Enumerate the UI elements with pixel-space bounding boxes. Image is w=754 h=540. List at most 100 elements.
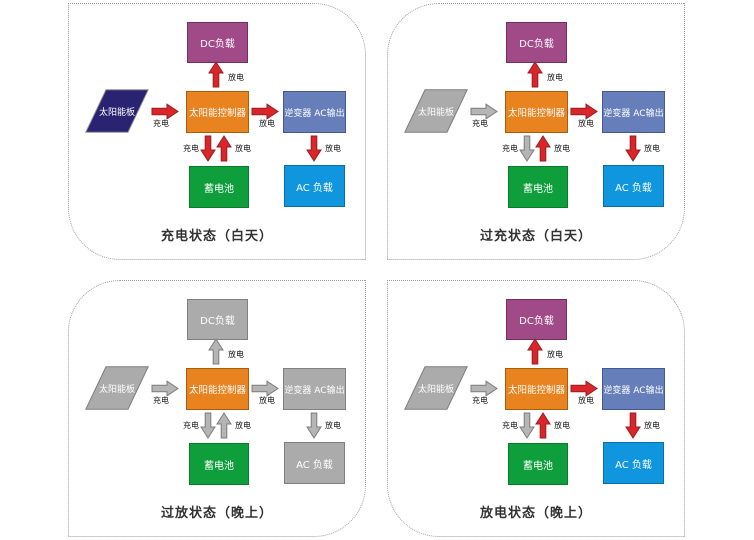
ac-load-box: AC 负载 bbox=[603, 165, 664, 207]
dc-load-label: DC负载 bbox=[200, 316, 235, 327]
quadrant-title: 放电状态（晚上） bbox=[479, 506, 592, 521]
dc-arrow-label: 放电 bbox=[228, 350, 244, 359]
up-arrow-icon bbox=[535, 135, 551, 162]
up-arrow-icon bbox=[216, 135, 232, 162]
right-arrow-icon bbox=[470, 103, 498, 120]
right-arrow-icon bbox=[570, 103, 598, 120]
up-arrow-icon bbox=[208, 61, 224, 88]
dc-arrow-label: 放电 bbox=[228, 73, 244, 82]
solar-controller-label: 太阳能控制器 bbox=[507, 385, 565, 396]
inverter-box: 逆变器 AC输出 bbox=[283, 368, 346, 410]
battery-label: 蓄电池 bbox=[523, 183, 553, 195]
dc-load-label: DC负载 bbox=[519, 316, 554, 327]
solar-arrow-label: 充电 bbox=[472, 396, 488, 405]
dc-load-box: DC负载 bbox=[506, 299, 567, 340]
inverter-arrow-label: 放电 bbox=[578, 396, 594, 405]
solar-controller-box: 太阳能控制器 bbox=[505, 368, 568, 410]
battery-box: 蓄电池 bbox=[189, 166, 249, 208]
ac-load-label: AC 负载 bbox=[296, 459, 333, 471]
up-arrow-icon bbox=[527, 338, 543, 365]
solar-panel-label: 太阳能板 bbox=[98, 384, 135, 395]
quadrant-charging-day: 太阳能板 DC负载 太阳能控制器 逆变器 AC输出 蓄电池 AC 负载 充电 放… bbox=[68, 3, 366, 260]
solar-arrow-label: 充电 bbox=[472, 119, 488, 128]
battery-label: 蓄电池 bbox=[523, 460, 553, 472]
solar-panel-shape: 太阳能板 bbox=[85, 89, 149, 133]
solar-panel-shape: 太阳能板 bbox=[404, 89, 468, 133]
right-arrow-icon bbox=[251, 103, 279, 120]
dc-load-label: DC负载 bbox=[200, 39, 235, 50]
solar-panel-parallelogram-icon bbox=[404, 89, 468, 133]
inverter-label: 逆变器 AC输出 bbox=[603, 385, 664, 396]
right-arrow-icon bbox=[470, 380, 498, 397]
solar-panel-parallelogram-icon bbox=[85, 366, 149, 410]
inverter-box: 逆变器 AC输出 bbox=[283, 91, 346, 133]
quadrant-discharge-night: 太阳能板 DC负载 太阳能控制器 逆变器 AC输出 蓄电池 AC 负载 充电 放… bbox=[387, 280, 685, 537]
dc-load-box: DC负载 bbox=[506, 22, 567, 63]
right-arrow-icon bbox=[151, 380, 179, 397]
up-arrow-icon bbox=[216, 412, 232, 439]
ac-arrow-label: 放电 bbox=[644, 144, 660, 153]
inverter-box: 逆变器 AC输出 bbox=[602, 91, 665, 133]
solar-panel-shape: 太阳能板 bbox=[404, 366, 468, 410]
ac-load-label: AC 负载 bbox=[296, 182, 333, 194]
right-arrow-icon bbox=[251, 380, 279, 397]
dc-load-label: DC负载 bbox=[519, 39, 554, 50]
solar-panel-label: 太阳能板 bbox=[98, 107, 135, 118]
inverter-box: 逆变器 AC输出 bbox=[602, 368, 665, 410]
down-arrow-icon bbox=[306, 412, 322, 439]
dc-arrow-label: 放电 bbox=[547, 350, 563, 359]
ac-load-label: AC 负载 bbox=[615, 459, 652, 471]
ac-arrow-label: 放电 bbox=[325, 144, 341, 153]
solar-panel-label: 太阳能板 bbox=[417, 107, 454, 118]
ac-load-label: AC 负载 bbox=[615, 182, 652, 194]
ac-load-box: AC 负载 bbox=[284, 165, 345, 207]
battery-box: 蓄电池 bbox=[189, 443, 249, 485]
ac-load-box: AC 负载 bbox=[603, 442, 664, 484]
down-arrow-icon bbox=[200, 412, 216, 439]
quadrant-overcharge-day: 太阳能板 DC负载 太阳能控制器 逆变器 AC输出 蓄电池 AC 负载 充电 放… bbox=[387, 3, 685, 260]
solar-controller-box: 太阳能控制器 bbox=[186, 91, 249, 133]
ac-load-box: AC 负载 bbox=[284, 442, 345, 484]
inverter-label: 逆变器 AC输出 bbox=[603, 108, 664, 119]
quadrant-title: 充电状态（白天） bbox=[160, 229, 273, 244]
dc-load-box: DC负载 bbox=[187, 22, 248, 63]
battery-discharge-arrow-label: 放电 bbox=[235, 421, 251, 430]
solar-panel-shape: 太阳能板 bbox=[85, 366, 149, 410]
down-arrow-icon bbox=[625, 412, 641, 439]
up-arrow-icon bbox=[527, 61, 543, 88]
solar-panel-label: 太阳能板 bbox=[417, 384, 454, 395]
inverter-label: 逆变器 AC输出 bbox=[284, 108, 345, 119]
solar-arrow-label: 充电 bbox=[153, 119, 169, 128]
down-arrow-icon bbox=[519, 412, 535, 439]
battery-discharge-arrow-label: 放电 bbox=[235, 144, 251, 153]
down-arrow-icon bbox=[306, 135, 322, 162]
quadrant-overdischarge-night: 太阳能板 DC负载 太阳能控制器 逆变器 AC输出 蓄电池 AC 负载 充电 放… bbox=[68, 280, 366, 537]
up-arrow-icon bbox=[535, 412, 551, 439]
down-arrow-icon bbox=[625, 135, 641, 162]
battery-discharge-arrow-label: 放电 bbox=[554, 144, 570, 153]
battery-charge-arrow-label: 充电 bbox=[183, 144, 199, 153]
inverter-arrow-label: 放电 bbox=[578, 119, 594, 128]
inverter-arrow-label: 放电 bbox=[259, 396, 275, 405]
solar-controller-label: 太阳能控制器 bbox=[188, 108, 246, 119]
quadrant-title: 过放状态（晚上） bbox=[160, 506, 273, 521]
battery-charge-arrow-label: 充电 bbox=[502, 421, 518, 430]
solar-controller-label: 太阳能控制器 bbox=[507, 108, 565, 119]
right-arrow-icon bbox=[570, 380, 598, 397]
battery-box: 蓄电池 bbox=[508, 443, 568, 485]
battery-label: 蓄电池 bbox=[204, 460, 234, 472]
down-arrow-icon bbox=[200, 135, 216, 162]
ac-arrow-label: 放电 bbox=[644, 421, 660, 430]
battery-charge-arrow-label: 充电 bbox=[502, 144, 518, 153]
solar-controller-label: 太阳能控制器 bbox=[188, 385, 246, 396]
down-arrow-icon bbox=[519, 135, 535, 162]
dc-arrow-label: 放电 bbox=[547, 73, 563, 82]
dc-load-box: DC负载 bbox=[187, 299, 248, 340]
solar-controller-box: 太阳能控制器 bbox=[186, 368, 249, 410]
battery-discharge-arrow-label: 放电 bbox=[554, 421, 570, 430]
inverter-label: 逆变器 AC输出 bbox=[284, 385, 345, 396]
inverter-arrow-label: 放电 bbox=[259, 119, 275, 128]
up-arrow-icon bbox=[208, 338, 224, 365]
ac-arrow-label: 放电 bbox=[325, 421, 341, 430]
